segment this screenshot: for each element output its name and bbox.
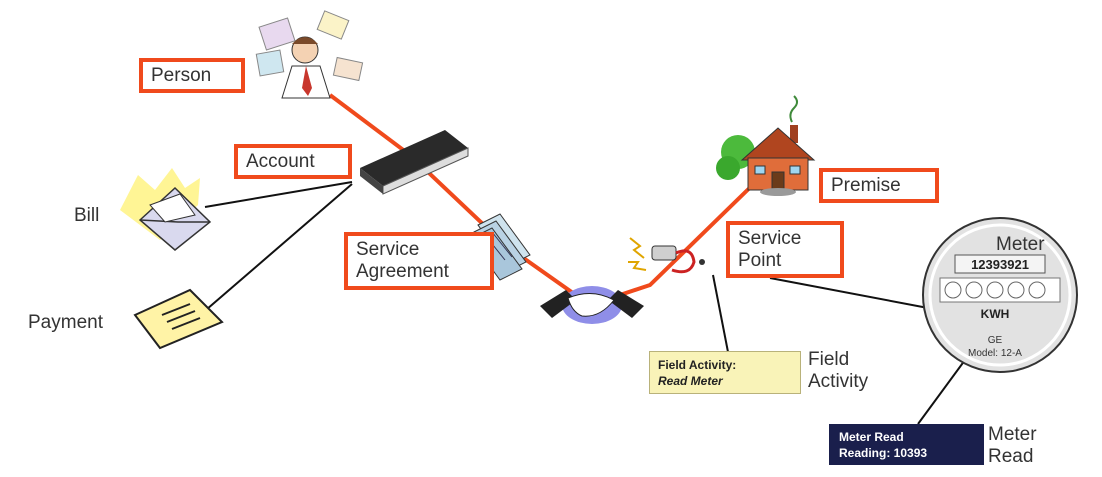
service-agreement-label: Service Agreement <box>344 232 494 290</box>
person-icon <box>255 10 364 99</box>
handshake-icon <box>540 286 644 324</box>
field-activity-label: Field Activity <box>808 349 869 392</box>
meter-icon: 12393921 KWH GE Model: 12-A <box>922 217 1078 373</box>
main-relationship-line <box>328 93 770 308</box>
meter-model: Model: 12-A <box>968 348 1022 359</box>
meter-read-box: Meter Read Reading: 10393 <box>829 424 984 465</box>
meter-read-value: Reading: 10393 <box>839 446 928 460</box>
meter-unit: KWH <box>981 307 1010 321</box>
premise-label: Premise <box>819 168 939 203</box>
field-activity-title: Field Activity: <box>658 358 737 372</box>
meter-read-connector <box>917 359 966 425</box>
service-point-icon <box>628 237 705 274</box>
meter-label: Meter <box>996 234 1045 255</box>
service-point-label: Service Point <box>726 221 844 278</box>
field-activity-box: Field Activity: Read Meter <box>649 351 801 394</box>
payment-label: Payment <box>28 312 103 333</box>
payment-document-icon <box>133 288 224 350</box>
person-label: Person <box>139 58 245 93</box>
account-book-icon <box>360 130 469 195</box>
account-label: Account <box>234 144 352 179</box>
meter-brand: GE <box>988 335 1003 346</box>
payment-connector <box>191 183 353 323</box>
bill-label: Bill <box>74 205 100 226</box>
bill-envelope-icon <box>120 168 212 251</box>
meter-serial: 12393921 <box>971 257 1029 272</box>
meter-read-label: Meter Read <box>988 424 1037 467</box>
field-activity-value: Read Meter <box>658 374 723 388</box>
meter-read-title: Meter Read <box>839 430 904 444</box>
bill-connector <box>204 181 353 208</box>
house-icon <box>716 95 816 196</box>
field-activity-connector <box>712 274 729 353</box>
meter-connector <box>769 277 929 309</box>
